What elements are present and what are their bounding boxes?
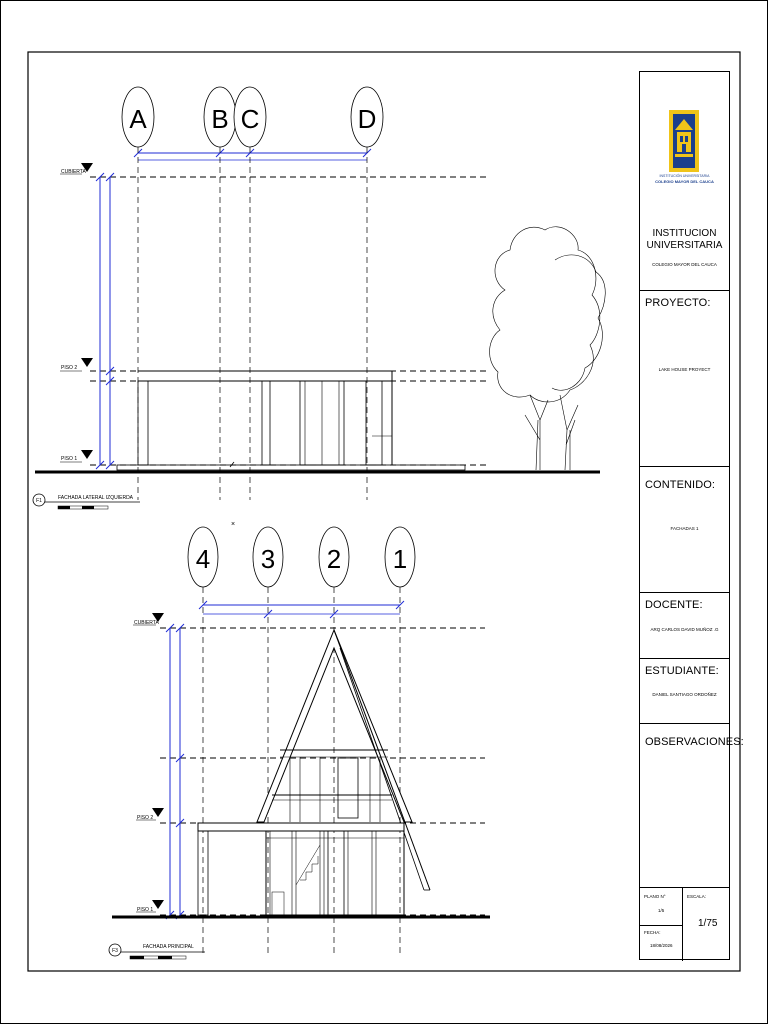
svg-text:PISO 2: PISO 2 [61, 365, 77, 371]
level-marker-piso2: PISO 2 [60, 358, 93, 372]
proyecto-cell: PROYECTO: LAKE HOUSE PROYECT [640, 291, 729, 467]
contenido-label: CONTENIDO: [645, 479, 716, 491]
svg-text:D: D [358, 104, 377, 134]
svg-text:FACHADA PRINCIPAL: FACHADA PRINCIPAL [143, 944, 194, 950]
grid-bubble-c: C [233, 86, 267, 148]
view-title-f1: F1 FACHADA LATERAL IZQUIERDA [32, 493, 140, 510]
level-marker-cubierta-2: CUBIERTA [133, 613, 164, 626]
docente-label: DOCENTE: [645, 599, 703, 611]
observaciones-cell: OBSERVACIONES: [640, 724, 744, 888]
stray-mark: × [231, 521, 235, 528]
dimension-chain-top [133, 148, 372, 161]
svg-text:2: 2 [327, 544, 341, 574]
dimension-vertical-bottom [165, 623, 185, 920]
logo-text-line1: INSTITUCIÓN UNIVERSITARIA [659, 174, 710, 178]
escala-label: ESCALA: [687, 894, 707, 899]
escala-value: 1/75 [698, 918, 718, 929]
title-block: INSTITUCIÓN UNIVERSITARIA COLEGIO MAYOR … [639, 71, 744, 961]
institution-subtitle: COLEGIO MAYOR DEL CAUCA [652, 262, 717, 267]
proyecto-label: PROYECTO: [645, 297, 711, 309]
svg-text:F1: F1 [36, 498, 42, 504]
svg-text:PISO 1: PISO 1 [137, 907, 153, 913]
grid-bubble-4: 4 [187, 526, 219, 588]
level-lines-top [90, 176, 490, 466]
elevation-lateral: A B C D [32, 86, 606, 510]
view-title-f3: F3 FACHADA PRINCIPAL [108, 943, 205, 960]
docente-cell: DOCENTE: ARQ CARLOS DAVID MUÑOZ .G [640, 593, 729, 659]
institution-name-line2: UNIVERSITARIA [646, 240, 723, 251]
grid-lines-bottom [202, 587, 401, 955]
grid-lines-top [137, 147, 368, 500]
dimension-vertical-top [95, 172, 115, 470]
grid-bubble-3: 3 [252, 526, 284, 588]
proyecto-value: LAKE HOUSE PROYECT [658, 367, 711, 372]
svg-text:PISO 2: PISO 2 [137, 815, 153, 821]
grid-bubble-b: B [203, 86, 237, 148]
svg-text:1: 1 [393, 544, 407, 574]
institution-cell: INSTITUCIÓN UNIVERSITARIA COLEGIO MAYOR … [640, 72, 729, 291]
svg-text:4: 4 [196, 544, 210, 574]
svg-text:F3: F3 [112, 948, 118, 954]
fecha-label: FECHA: [644, 930, 661, 935]
estudiante-label: ESTUDIANTE: [645, 665, 719, 677]
drawing-frame [27, 51, 741, 972]
grid-bubble-a: A [121, 86, 155, 148]
level-marker-cubierta: CUBIERTA [60, 163, 93, 175]
grid-bubble-d: D [350, 86, 384, 148]
fecha-value: 18/08/2026 [650, 943, 673, 948]
svg-text:FACHADA LATERAL IZQUIERDA: FACHADA LATERAL IZQUIERDA [58, 495, 134, 501]
svg-text:3: 3 [261, 544, 275, 574]
logo-text-line2: COLEGIO MAYOR DEL CAUCA [655, 179, 714, 184]
tree-drawing [489, 226, 606, 471]
dimension-chain-bottom [198, 600, 405, 619]
observaciones-label: OBSERVACIONES: [645, 736, 744, 748]
svg-text:PISO 1: PISO 1 [61, 456, 77, 462]
sheet-info-divider-h [640, 925, 682, 926]
plano-label: PLANO N° [644, 894, 666, 899]
level-marker-piso1: PISO 1 [60, 450, 93, 463]
institution-logo-icon [669, 110, 699, 172]
grid-bubble-1: 1 [384, 526, 416, 588]
estudiante-value: DANIEL SANTIAGO ORDOÑEZ [652, 692, 717, 697]
contenido-value: FACHADAS 1 [670, 526, 699, 531]
docente-value: ARQ CARLOS DAVID MUÑOZ .G [650, 627, 719, 632]
level-marker-piso2-2: PISO 2 [136, 808, 164, 821]
institution-name-line1: INSTITUCION [652, 228, 717, 239]
level-marker-piso1-2: PISO 1 [136, 900, 164, 913]
building-principal [197, 628, 431, 916]
svg-text:C: C [241, 104, 260, 134]
contenido-cell: CONTENIDO: FACHADAS 1 [640, 467, 729, 593]
building-lateral [116, 370, 466, 471]
svg-text:CUBIERTA: CUBIERTA [61, 169, 86, 175]
plano-value: 1/5 [658, 908, 665, 913]
grid-bubble-2: 2 [318, 526, 350, 588]
svg-text:B: B [211, 104, 228, 134]
svg-text:CUBIERTA: CUBIERTA [134, 620, 159, 626]
estudiante-cell: ESTUDIANTE: DANIEL SANTIAGO ORDOÑEZ [640, 659, 729, 724]
sheet-info-divider [682, 888, 683, 961]
svg-text:A: A [129, 104, 147, 134]
sheet-info-cell: PLANO N° 1/5 ESCALA: 1/75 FECHA: 18/08/2… [640, 888, 729, 961]
elevation-principal: 4 3 2 1 [108, 526, 490, 960]
